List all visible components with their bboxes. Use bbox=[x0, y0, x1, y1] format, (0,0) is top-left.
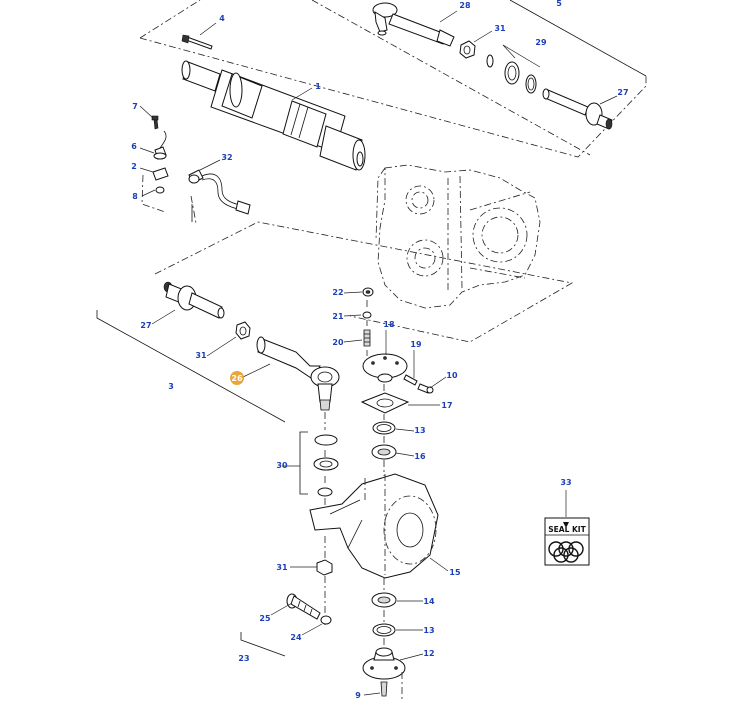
o-ring-part-13-upper[interactable] bbox=[372, 421, 396, 435]
axle-housing bbox=[375, 164, 541, 309]
callout-25[interactable]: 25 bbox=[259, 614, 271, 623]
cap-part-22[interactable] bbox=[362, 287, 374, 297]
tie-rod-end-part-26[interactable] bbox=[256, 336, 340, 411]
seal-group-30 bbox=[299, 412, 326, 512]
sensor-part-6[interactable] bbox=[153, 130, 167, 160]
callout-23[interactable]: 23 bbox=[238, 654, 249, 663]
bolt-part-10[interactable] bbox=[417, 383, 434, 394]
highlight-marker bbox=[230, 371, 244, 385]
bolt-part-4[interactable] bbox=[181, 34, 213, 50]
lower-assembly-outline bbox=[96, 221, 574, 423]
callout-32[interactable]: 32 bbox=[221, 153, 232, 162]
bolt-part-25[interactable] bbox=[286, 593, 321, 620]
o-ring-part-13-lower[interactable] bbox=[372, 623, 396, 637]
callout-31-left[interactable]: 31 bbox=[195, 351, 207, 360]
snap-ring-part-30[interactable] bbox=[313, 434, 339, 497]
callout-17[interactable]: 17 bbox=[441, 401, 452, 410]
nut-part-24[interactable] bbox=[320, 615, 332, 625]
top-assembly-outline bbox=[139, 0, 647, 158]
callout-7[interactable]: 7 bbox=[132, 102, 138, 111]
bearing-part-16[interactable] bbox=[371, 444, 397, 460]
nut-part-31-lower[interactable] bbox=[316, 559, 333, 576]
callout-22[interactable]: 22 bbox=[332, 288, 343, 297]
callout-14[interactable]: 14 bbox=[423, 597, 435, 606]
callout-26-highlighted[interactable]: 26 bbox=[230, 371, 244, 385]
washer-part-8[interactable] bbox=[155, 186, 165, 194]
washer-part-21[interactable] bbox=[362, 311, 372, 319]
tie-rod-end-part-28[interactable] bbox=[372, 2, 455, 47]
leader-lines bbox=[139, 10, 618, 696]
inner-tie-rod-part-27-top[interactable] bbox=[542, 88, 613, 130]
seal-kit-label: SEAL KIT bbox=[548, 525, 586, 534]
grease-fitting-part-20[interactable] bbox=[363, 329, 371, 347]
callout-31-top[interactable]: 31 bbox=[494, 24, 506, 33]
callout-19[interactable]: 19 bbox=[410, 340, 422, 349]
callout-4[interactable]: 4 bbox=[219, 14, 225, 23]
callout-labels: 4 1 28 5 31 29 27 7 6 32 2 8 22 21 27 18… bbox=[131, 0, 628, 700]
bracket-line-23 bbox=[240, 632, 286, 657]
seal-kit-icon bbox=[563, 522, 569, 526]
callout-21[interactable]: 21 bbox=[332, 312, 344, 321]
callout-15[interactable]: 15 bbox=[449, 568, 461, 577]
seal-kit-box[interactable]: SEAL KIT bbox=[544, 517, 590, 566]
callout-33[interactable]: 33 bbox=[560, 478, 571, 487]
callout-10[interactable]: 10 bbox=[446, 371, 458, 380]
seal-parts-29[interactable] bbox=[486, 54, 537, 94]
callout-1[interactable]: 1 bbox=[315, 82, 321, 91]
callout-18[interactable]: 18 bbox=[383, 320, 395, 329]
callout-13-upper[interactable]: 13 bbox=[414, 426, 425, 435]
bearing-part-14[interactable] bbox=[371, 592, 397, 608]
steering-cylinder-part-1[interactable] bbox=[181, 60, 366, 171]
callout-12[interactable]: 12 bbox=[423, 649, 434, 658]
screw-part-7[interactable] bbox=[151, 115, 159, 130]
steering-knuckle-part-15[interactable] bbox=[309, 473, 439, 579]
nut-part-31-top[interactable] bbox=[459, 40, 476, 59]
callout-27-top[interactable]: 27 bbox=[617, 88, 628, 97]
callout-16[interactable]: 16 bbox=[414, 452, 426, 461]
nut-part-31-left[interactable] bbox=[235, 321, 251, 340]
callout-20[interactable]: 20 bbox=[332, 338, 344, 347]
callout-31-lower[interactable]: 31 bbox=[276, 563, 288, 572]
callout-3[interactable]: 3 bbox=[168, 382, 174, 391]
callout-2[interactable]: 2 bbox=[131, 162, 137, 171]
callout-9[interactable]: 9 bbox=[355, 691, 361, 700]
callout-28[interactable]: 28 bbox=[459, 1, 471, 10]
sensor-group bbox=[141, 174, 197, 224]
callout-27-lower[interactable]: 27 bbox=[140, 321, 151, 330]
screw-part-19[interactable] bbox=[403, 374, 418, 386]
grease-fitting-part-9[interactable] bbox=[380, 681, 388, 697]
callout-30[interactable]: 30 bbox=[276, 461, 288, 470]
callout-5[interactable]: 5 bbox=[556, 0, 562, 8]
callout-24[interactable]: 24 bbox=[290, 633, 302, 642]
shim-part-17[interactable] bbox=[360, 392, 410, 414]
callout-13-lower[interactable]: 13 bbox=[423, 626, 434, 635]
callout-8[interactable]: 8 bbox=[132, 192, 138, 201]
callout-29[interactable]: 29 bbox=[535, 38, 547, 47]
bracket-part-2[interactable] bbox=[152, 167, 169, 181]
sensor-cable-part-32[interactable] bbox=[188, 169, 251, 215]
kingpin-cap-part-12[interactable] bbox=[362, 647, 406, 680]
inner-tie-rod-part-27-lower[interactable] bbox=[163, 281, 225, 319]
callout-26[interactable]: 26 bbox=[231, 374, 243, 383]
kingpin-cap-part-18[interactable] bbox=[362, 353, 408, 383]
callout-6[interactable]: 6 bbox=[131, 142, 137, 151]
